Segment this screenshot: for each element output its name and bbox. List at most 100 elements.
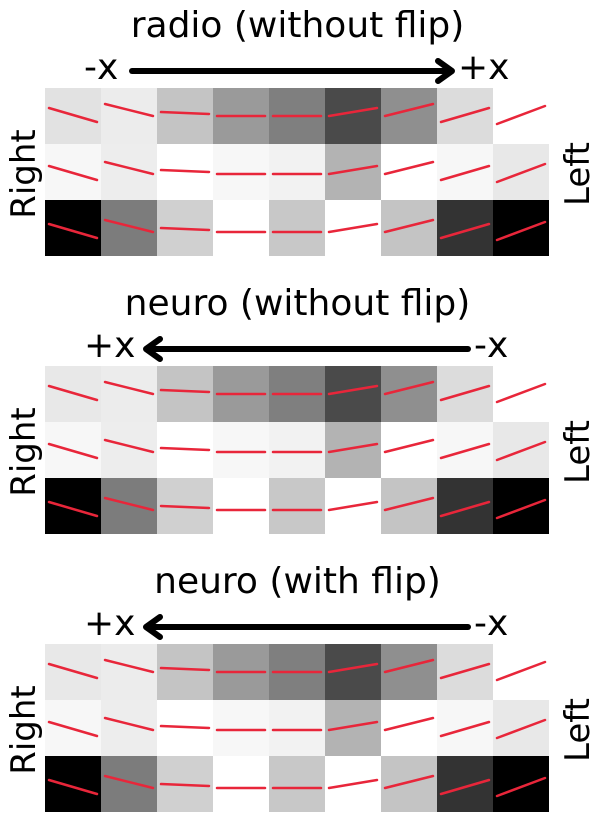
stroke-line [439, 222, 491, 240]
stroke-line [103, 160, 155, 176]
tile-cell [101, 200, 157, 256]
stroke-line [383, 380, 435, 396]
axis-label-left: +x [84, 325, 136, 366]
orientation-stroke [271, 450, 323, 454]
orientation-stroke [159, 168, 211, 174]
tile-cell [325, 200, 381, 256]
stroke-line [103, 438, 155, 454]
tile-cell [381, 756, 437, 812]
tile-cell [45, 478, 101, 534]
tile-cell [493, 644, 549, 700]
tile-cell [213, 200, 269, 256]
orientation-stroke [103, 102, 155, 118]
tile-cell [157, 700, 213, 756]
stroke-line [47, 662, 99, 680]
tile-cell [101, 366, 157, 422]
tile-cell [325, 756, 381, 812]
tile-cell [437, 756, 493, 812]
orientation-stroke [103, 716, 155, 732]
orientation-stroke [495, 660, 547, 682]
stroke-line [327, 720, 379, 732]
side-label-right-hemisphere: Right [4, 685, 44, 775]
orientation-stroke [327, 662, 379, 674]
stroke-line [495, 220, 547, 242]
orientation-stroke [159, 446, 211, 452]
stroke-line [327, 222, 379, 234]
orientation-stroke [159, 782, 211, 788]
orientation-stroke [383, 496, 435, 512]
panel-neuro-with-flip: neuro (with flip) +x -x Right Left [0, 556, 595, 821]
stroke-line [159, 504, 211, 510]
orientation-stroke [495, 718, 547, 740]
side-label-right-hemisphere: Right [4, 129, 44, 219]
orientation-stroke [271, 114, 323, 118]
orientation-stroke [439, 106, 491, 124]
tile-cell [437, 366, 493, 422]
orientation-stroke [439, 384, 491, 402]
stroke-line [159, 226, 211, 232]
stroke-line [327, 164, 379, 176]
tile-cell [381, 422, 437, 478]
tile-cell [381, 644, 437, 700]
orientation-stroke [215, 392, 267, 396]
tile-cell [101, 756, 157, 812]
orientation-stroke [439, 500, 491, 518]
tile-cell [437, 644, 493, 700]
orientation-stroke [271, 230, 323, 234]
panel-title: radio (without flip) [130, 5, 465, 46]
orientation-stroke [47, 500, 99, 518]
tile-cell [213, 144, 269, 200]
stroke-line [103, 496, 155, 512]
orientation-stroke [159, 110, 211, 116]
tile-cell [269, 644, 325, 700]
stroke-line [495, 776, 547, 798]
orientation-stroke [271, 172, 323, 176]
stroke-line [439, 778, 491, 796]
orientation-stroke [439, 662, 491, 680]
orientation-stroke [47, 720, 99, 738]
orientation-stroke [495, 104, 547, 126]
arrow-right-icon [129, 58, 455, 84]
stroke-line [103, 102, 155, 118]
tile-grid [45, 366, 549, 534]
stroke-line [383, 102, 435, 118]
axis-label-right: -x [474, 603, 509, 644]
panel-title: neuro (with flip) [154, 561, 441, 602]
tile-cell [157, 756, 213, 812]
orientation-stroke [215, 114, 267, 118]
tile-cell [381, 144, 437, 200]
orientation-stroke [215, 508, 267, 512]
stroke-line [439, 106, 491, 124]
orientation-stroke [159, 666, 211, 672]
tile-cell [157, 366, 213, 422]
orientation-stroke [383, 160, 435, 176]
tile-cell [493, 366, 549, 422]
stroke-line [103, 716, 155, 732]
tile-cell [381, 478, 437, 534]
orientation-stroke [495, 382, 547, 404]
axis-label-left: -x [84, 47, 119, 88]
tile-cell [325, 422, 381, 478]
tile-cell [45, 144, 101, 200]
stroke-line [495, 382, 547, 404]
orientation-stroke [215, 786, 267, 790]
tile-cell [269, 700, 325, 756]
tile-cell [493, 88, 549, 144]
stroke-line [383, 496, 435, 512]
orientation-stroke [103, 496, 155, 512]
panel-title: neuro (without flip) [124, 283, 471, 324]
arrow-head [143, 614, 163, 640]
tile-cell [101, 422, 157, 478]
orientation-stroke [383, 658, 435, 674]
tile-cell [213, 700, 269, 756]
orientation-stroke [383, 218, 435, 234]
stroke-line [103, 658, 155, 674]
orientation-stroke [215, 450, 267, 454]
stroke-line [439, 442, 491, 460]
orientation-stroke [495, 776, 547, 798]
tile-cell [45, 644, 101, 700]
tile-cell [437, 144, 493, 200]
tile-cell [325, 88, 381, 144]
orientation-stroke [47, 778, 99, 796]
orientation-stroke [47, 222, 99, 240]
